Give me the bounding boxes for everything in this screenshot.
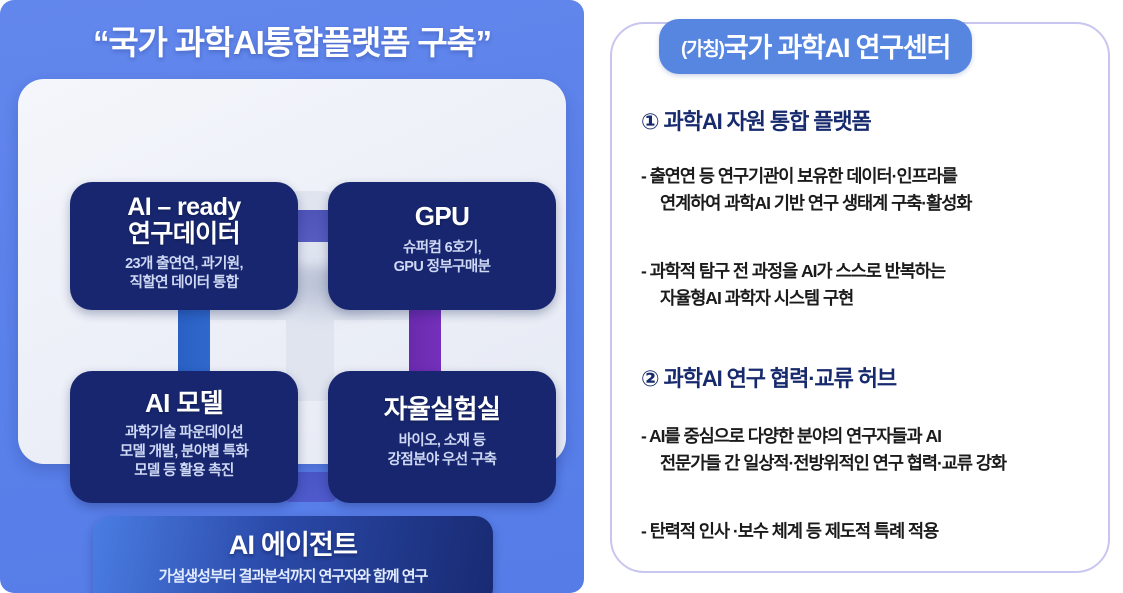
box-title-line1: AI – ready (127, 193, 241, 221)
box-subtitle-line1: 슈퍼컴 6호기, (402, 240, 482, 257)
header-main-label: 국가 과학AI 연구센터 (723, 33, 952, 63)
section-1-bullet-2: - 과학적 탐구 전 과정을 AI가 스스로 반복하는 자율형AI 과학자 시스… (641, 258, 946, 312)
connector-left-icon (178, 303, 210, 381)
diagram-card: AI – ready 연구데이터 23개 출연연, 과기원, 직할연 데이터 통… (18, 79, 566, 503)
box-title: AI 모델 (144, 388, 224, 418)
box-ai-model[interactable]: AI 모델 과학기술 파운데이션 모델 개발, 분야별 특화 모델 등 활용 촉… (70, 371, 298, 503)
ai-agent-title: AI 에이전트 (228, 530, 358, 560)
section-1-bullet-1: - 출연연 등 연구기관이 보유한 데이터·인프라를 연계하여 과학AI 기반 … (641, 163, 972, 217)
box-autonomous-lab[interactable]: 자율실험실 바이오, 소재 등 강점분야 우선 구축 (328, 371, 556, 503)
right-panel-header-badge: (가칭)국가 과학AI 연구센터 (659, 19, 973, 74)
box-title-line2: 연구데이터 (127, 220, 241, 248)
box-subtitle-line1: 과학기술 파운데이션 (124, 425, 244, 442)
section-2-bullet-2: - 탄력적 인사 ·보수 체계 등 제도적 특례 적용 (641, 518, 939, 545)
section-2-bullet-1: - AI를 중심으로 다양한 분야의 연구자들과 AI 전문가들 간 일상적·전… (641, 423, 1007, 477)
section-2-heading: ② 과학AI 연구 협력·교류 허브 (641, 366, 897, 391)
bullet-line2: 연계하여 과학AI 기반 연구 생태계 구축·활성화 (660, 193, 972, 214)
left-panel: “국가 과학AI통합플랫폼 구축” AI – ready 연구데이터 23개 출… (0, 0, 584, 593)
box-subtitle-line1: 바이오, 소재 등 (398, 433, 486, 450)
connector-right-icon (409, 300, 441, 378)
box-gpu[interactable]: GPU 슈퍼컴 6호기, GPU 정부구매분 (328, 182, 556, 310)
box-subtitle-line2: GPU 정부구매분 (393, 259, 491, 276)
ai-agent-bar[interactable]: AI 에이전트 가설생성부터 결과분석까지 연구자와 함께 연구 (93, 516, 493, 593)
box-subtitle-line3: 모델 등 활용 촉진 (134, 463, 234, 480)
box-subtitle: 과학기술 파운데이션 모델 개발, 분야별 특화 모델 등 활용 촉진 (70, 424, 298, 481)
ai-agent-subtitle: 가설생성부터 결과분석까지 연구자와 함께 연구 (158, 568, 429, 585)
box-subtitle-line1: 23개 출연연, 과기원, (125, 256, 243, 272)
box-subtitle: 바이오, 소재 등 강점분야 우선 구축 (328, 432, 556, 470)
left-panel-title: “국가 과학AI통합플랫폼 구축” (93, 24, 492, 61)
box-title: GPU (414, 201, 470, 231)
box-subtitle: 슈퍼컴 6호기, GPU 정부구매분 (328, 239, 556, 277)
header-paren-label: (가칭) (681, 39, 725, 60)
box-subtitle-line2: 강점분야 우선 구축 (387, 452, 497, 469)
bullet-line2: 전문가들 간 일상적·전방위적인 연구 협력·교류 강화 (660, 453, 1007, 474)
box-subtitle-line2: 모델 개발, 분야별 특화 (119, 444, 249, 461)
bullet-line2: 자율형AI 과학자 시스템 구현 (660, 288, 854, 309)
bullet-line1: - 출연연 등 연구기관이 보유한 데이터·인프라를 (641, 166, 958, 186)
bullet-line1: - 탄력적 인사 ·보수 체계 등 제도적 특례 적용 (641, 521, 939, 541)
bullet-line1: - 과학적 탐구 전 과정을 AI가 스스로 반복하는 (641, 261, 946, 281)
box-subtitle: 23개 출연연, 과기원, 직할연 데이터 통합 (70, 255, 298, 293)
box-subtitle-line2: 직할연 데이터 통합 (129, 275, 239, 292)
right-panel (610, 22, 1110, 573)
box-ai-ready-data[interactable]: AI – ready 연구데이터 23개 출연연, 과기원, 직할연 데이터 통… (70, 182, 298, 310)
box-title: AI – ready 연구데이터 (70, 194, 298, 248)
bullet-line1: - AI를 중심으로 다양한 분야의 연구자들과 AI (641, 426, 942, 446)
section-1-heading: ① 과학AI 자원 통합 플랫폼 (641, 109, 872, 134)
box-title: 자율실험실 (383, 394, 501, 424)
